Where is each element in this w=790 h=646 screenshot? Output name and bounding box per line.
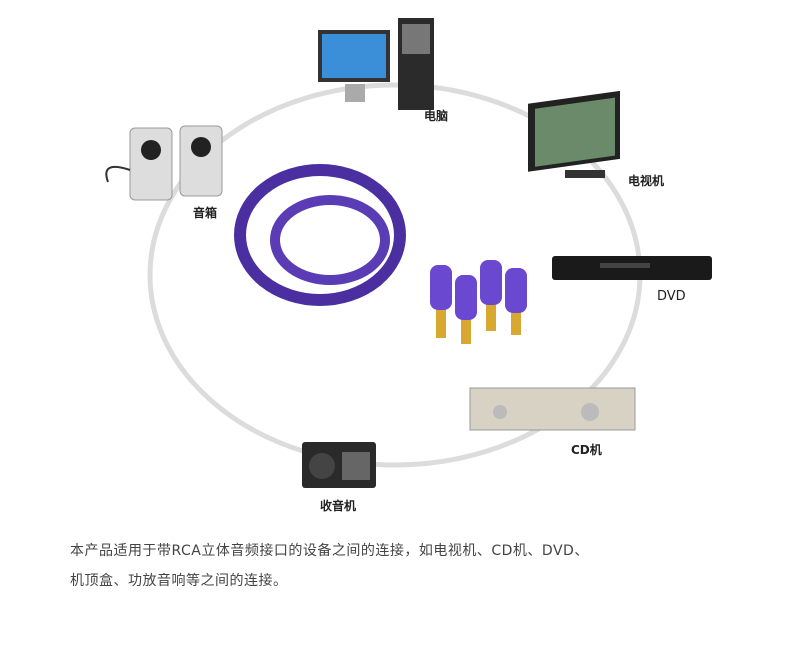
computer-icon	[318, 18, 434, 110]
label-tv: 电视机	[628, 174, 665, 188]
cd-player-icon	[469, 387, 636, 431]
radio-icon	[302, 442, 376, 488]
rca-cable-icon	[234, 164, 527, 344]
label-cd: CD机	[571, 443, 602, 457]
label-dvd: DVD	[657, 289, 686, 304]
description-line-2: 机顶盒、功放音响等之间的连接。	[70, 573, 288, 589]
tv-icon	[528, 90, 620, 178]
speakers-icon	[105, 125, 223, 201]
dvd-player-icon	[552, 256, 712, 280]
label-radio: 收音机	[320, 499, 357, 513]
label-computer: 电脑	[424, 109, 449, 123]
description-line-1: 本产品适用于带RCA立体音频接口的设备之间的连接，如电视机、CD机、DVD、	[70, 543, 589, 559]
label-speakers: 音箱	[193, 206, 218, 220]
